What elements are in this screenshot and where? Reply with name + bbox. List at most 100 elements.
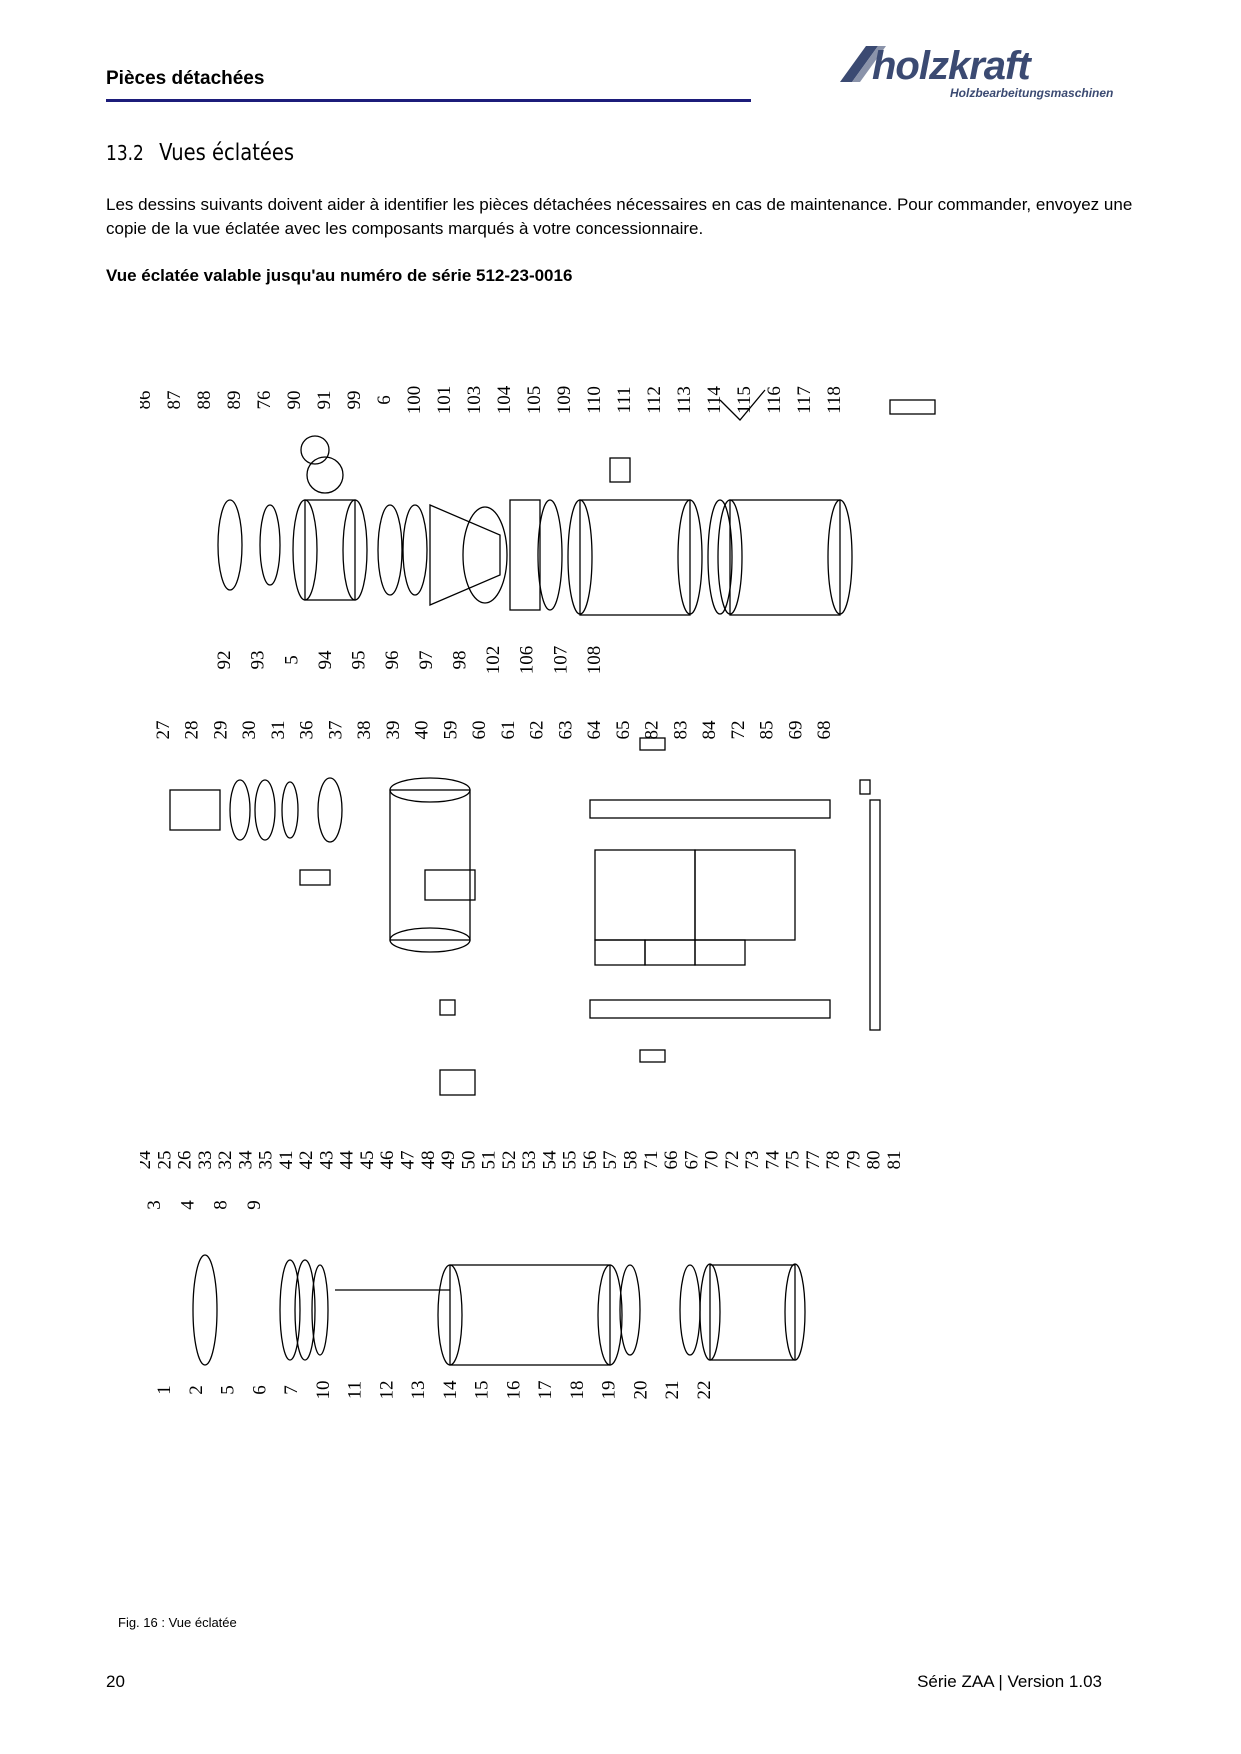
logo-subtitle: Holzbearbeitungsmaschinen	[950, 86, 1114, 100]
callout-motor-fan-section-top-60: 60	[469, 721, 490, 740]
callout-filter-section-bottom-93: 93	[248, 651, 269, 670]
callout-motor-fan-section-bottom-50: 50	[458, 1151, 479, 1170]
callout-motor-fan-section-top-27: 27	[153, 721, 174, 740]
callout-motor-fan-section-bottom-53: 53	[519, 1151, 540, 1170]
callout-filter-section-top-6: 6	[374, 395, 395, 405]
header-divider	[106, 99, 751, 102]
callout-motor-fan-section-top-62: 62	[527, 721, 548, 740]
callout-filter-section-top-113: 113	[674, 386, 695, 414]
callout-motor-fan-section-bottom-51: 51	[479, 1151, 500, 1170]
callout-motor-fan-section-top-72: 72	[728, 721, 749, 740]
motor-section-drawing	[169, 737, 881, 1096]
callout-motor-fan-section-bottom-67: 67	[681, 1151, 702, 1170]
callout-drum-section-bottom-6: 6	[249, 1385, 270, 1395]
callout-motor-fan-section-bottom-33: 33	[195, 1151, 216, 1170]
callout-motor-fan-section-bottom-73: 73	[742, 1151, 763, 1170]
callout-motor-fan-section-bottom-43: 43	[316, 1151, 337, 1170]
callout-motor-fan-section-bottom-55: 55	[560, 1151, 581, 1170]
callout-filter-section-top-101: 101	[434, 386, 455, 415]
callout-motor-fan-section-bottom-49: 49	[438, 1151, 459, 1170]
callout-motor-fan-section-bottom-41: 41	[276, 1151, 297, 1170]
callout-motor-fan-section-top-84: 84	[699, 720, 720, 740]
callout-drum-section-bottom-16: 16	[503, 1381, 524, 1400]
callout-drum-section-top-4: 4	[177, 1200, 198, 1210]
callout-motor-fan-section-top-31: 31	[268, 721, 289, 740]
callout-drum-section-bottom-14: 14	[440, 1380, 461, 1400]
callout-drum-section-bottom-5: 5	[218, 1385, 239, 1395]
callout-filter-section-bottom-108: 108	[584, 646, 605, 675]
intro-paragraph: Les dessins suivants doivent aider à ide…	[106, 195, 1133, 238]
callout-drum-section-bottom-19: 19	[599, 1381, 620, 1400]
callout-drum-section-top-9: 9	[244, 1200, 265, 1210]
callout-motor-fan-section-bottom-48: 48	[418, 1151, 439, 1170]
callout-motor-fan-section-top-36: 36	[297, 721, 318, 740]
callout-motor-fan-section-bottom-78: 78	[823, 1151, 844, 1170]
callout-motor-fan-section-top-65: 65	[613, 721, 634, 740]
callout-motor-fan-section-bottom-72: 72	[722, 1151, 743, 1170]
callout-filter-section-top-90: 90	[284, 391, 305, 410]
callout-filter-section-top-114: 114	[704, 386, 725, 414]
callout-motor-fan-section-bottom-75: 75	[783, 1151, 804, 1170]
callout-filter-section-top-103: 103	[464, 386, 485, 415]
callout-motor-fan-section-top-23: 23	[140, 721, 145, 740]
callout-motor-fan-section-top-63: 63	[555, 721, 576, 740]
callout-filter-section-top-109: 109	[554, 386, 575, 415]
callout-filter-section-top-116: 116	[764, 386, 785, 414]
callout-motor-fan-section-top-69: 69	[785, 721, 806, 740]
callout-motor-fan-section-bottom-71: 71	[641, 1151, 662, 1170]
callout-filter-section-top-112: 112	[644, 386, 665, 414]
callout-motor-fan-section-top-83: 83	[670, 721, 691, 740]
filter-section-drawing	[217, 389, 936, 616]
footer-page-number: 20	[106, 1672, 125, 1691]
callout-filter-section-top-110: 110	[584, 386, 605, 414]
serial-validity-heading: Vue éclatée valable jusqu'au numéro de s…	[106, 266, 573, 285]
callout-motor-fan-section-bottom-52: 52	[499, 1151, 520, 1170]
callout-filter-section-bottom-107: 107	[550, 646, 571, 675]
holzkraft-logo: holzkraft Holzbearbeitungsmaschinen	[832, 44, 1113, 104]
callout-motor-fan-section-top-28: 28	[182, 721, 203, 740]
callout-drum-section-bottom-21: 21	[662, 1381, 683, 1400]
callout-drum-section-bottom-10: 10	[313, 1381, 334, 1400]
callout-motor-fan-section-top-85: 85	[757, 721, 778, 740]
callout-filter-section-top-100: 100	[404, 386, 425, 415]
callout-motor-fan-section-top-29: 29	[210, 721, 231, 740]
drum-section-drawing	[192, 1254, 806, 1366]
callout-motor-fan-section-top-82: 82	[642, 721, 663, 740]
callout-drum-section-bottom-18: 18	[567, 1381, 588, 1400]
callout-drum-section-bottom-12: 12	[376, 1381, 397, 1400]
callout-motor-fan-section-bottom-79: 79	[844, 1151, 865, 1170]
callout-motor-fan-section-bottom-70: 70	[702, 1151, 723, 1170]
callout-motor-fan-section-bottom-66: 66	[661, 1151, 682, 1170]
callout-motor-fan-section-top-30: 30	[239, 721, 260, 740]
callout-filter-section-bottom-97: 97	[416, 651, 437, 670]
callout-motor-fan-section-bottom-81: 81	[884, 1151, 905, 1170]
callout-filter-section-top-86: 86	[140, 391, 155, 410]
section-title: Vues éclatées	[159, 140, 295, 166]
callout-motor-fan-section-bottom-34: 34	[235, 1150, 256, 1170]
callout-motor-fan-section-top-40: 40	[412, 721, 433, 740]
callout-filter-section-top-91: 91	[314, 391, 335, 410]
callout-filter-section-top-105: 105	[524, 386, 545, 415]
callout-drum-section-bottom-11: 11	[345, 1381, 366, 1399]
callout-filter-section-bottom-92: 92	[214, 651, 235, 670]
callout-motor-fan-section-bottom-35: 35	[256, 1151, 277, 1170]
callout-filter-section-top-104: 104	[494, 385, 515, 414]
callout-motor-fan-section-top-64: 64	[584, 720, 605, 740]
callout-motor-fan-section-bottom-58: 58	[621, 1151, 642, 1170]
callout-filter-section-top-111: 111	[614, 386, 635, 413]
callout-motor-fan-section-bottom-57: 57	[600, 1151, 621, 1170]
callout-filter-section-top-117: 117	[794, 386, 815, 414]
callout-motor-fan-section-top-59: 59	[440, 721, 461, 740]
callout-motor-fan-section-top-61: 61	[498, 721, 519, 740]
holzkraft-logo-icon	[840, 46, 886, 82]
callout-filter-section-top-115: 115	[734, 386, 755, 414]
callout-motor-fan-section-bottom-56: 56	[580, 1151, 601, 1170]
callout-drum-section-bottom-2: 2	[186, 1385, 207, 1395]
callout-filter-section-top-99: 99	[344, 391, 365, 410]
callout-filter-section-bottom-98: 98	[450, 651, 471, 670]
callout-motor-fan-section-bottom-42: 42	[296, 1151, 317, 1170]
logo-wordmark: holzkraft	[872, 44, 1031, 88]
